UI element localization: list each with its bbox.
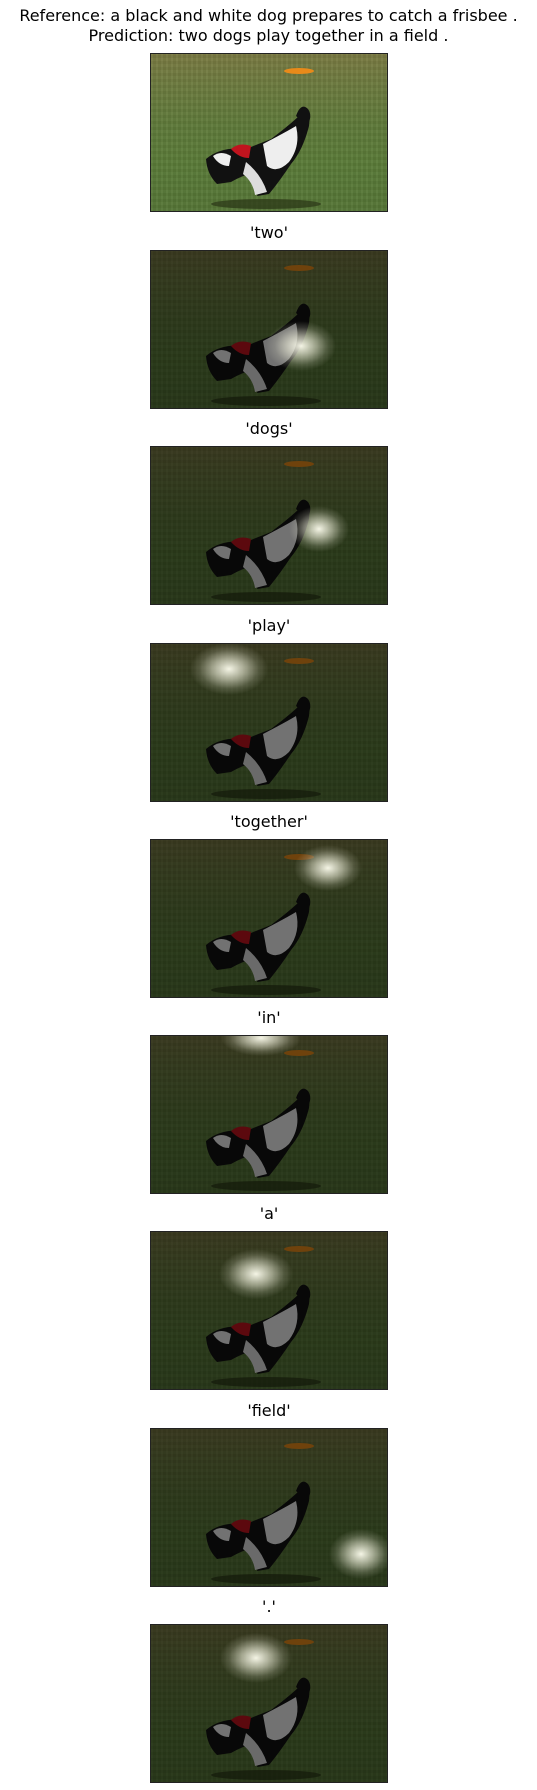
attention-highlight [289, 506, 349, 552]
attention-highlight [220, 1633, 292, 1683]
original-image-panel [150, 53, 388, 212]
dog-frisbee-scene [206, 68, 321, 209]
attention-word-title: 'dogs' [245, 419, 293, 438]
prediction-caption: Prediction: two dogs play together in a … [88, 26, 449, 45]
attention-word-title: 'in' [257, 1008, 281, 1027]
dog-harness [231, 144, 251, 158]
attention-photo [150, 250, 388, 409]
attention-highlight [266, 321, 336, 371]
attention-word-title: 'two' [250, 223, 288, 242]
attention-photo [150, 1624, 388, 1783]
frisbee [284, 68, 314, 74]
attention-dim-overlay [151, 644, 387, 801]
attention-highlight [219, 1249, 293, 1299]
attention-dim-overlay [151, 1036, 387, 1193]
figure-header: Reference: a black and white dog prepare… [0, 6, 537, 46]
attention-highlight [329, 1529, 387, 1579]
original-photo [150, 53, 388, 212]
attention-dim-overlay [151, 447, 387, 604]
attention-photo [150, 1035, 388, 1194]
attention-word-title: 'play' [247, 616, 291, 635]
attention-word-title: '.' [262, 1597, 276, 1616]
attention-photo [150, 643, 388, 802]
attention-word-title: 'a' [259, 1204, 279, 1223]
attention-highlight [294, 845, 362, 891]
attention-photo [150, 1231, 388, 1390]
attention-word-title: 'field' [247, 1401, 291, 1420]
reference-caption: Reference: a black and white dog prepare… [19, 6, 518, 25]
attention-dim-overlay [151, 251, 387, 408]
attention-word-title: 'together' [230, 812, 308, 831]
attention-highlight [190, 644, 268, 695]
attention-photo [150, 1428, 388, 1587]
attention-photo [150, 839, 388, 998]
attention-highlight [221, 1036, 301, 1056]
attention-photo [150, 446, 388, 605]
